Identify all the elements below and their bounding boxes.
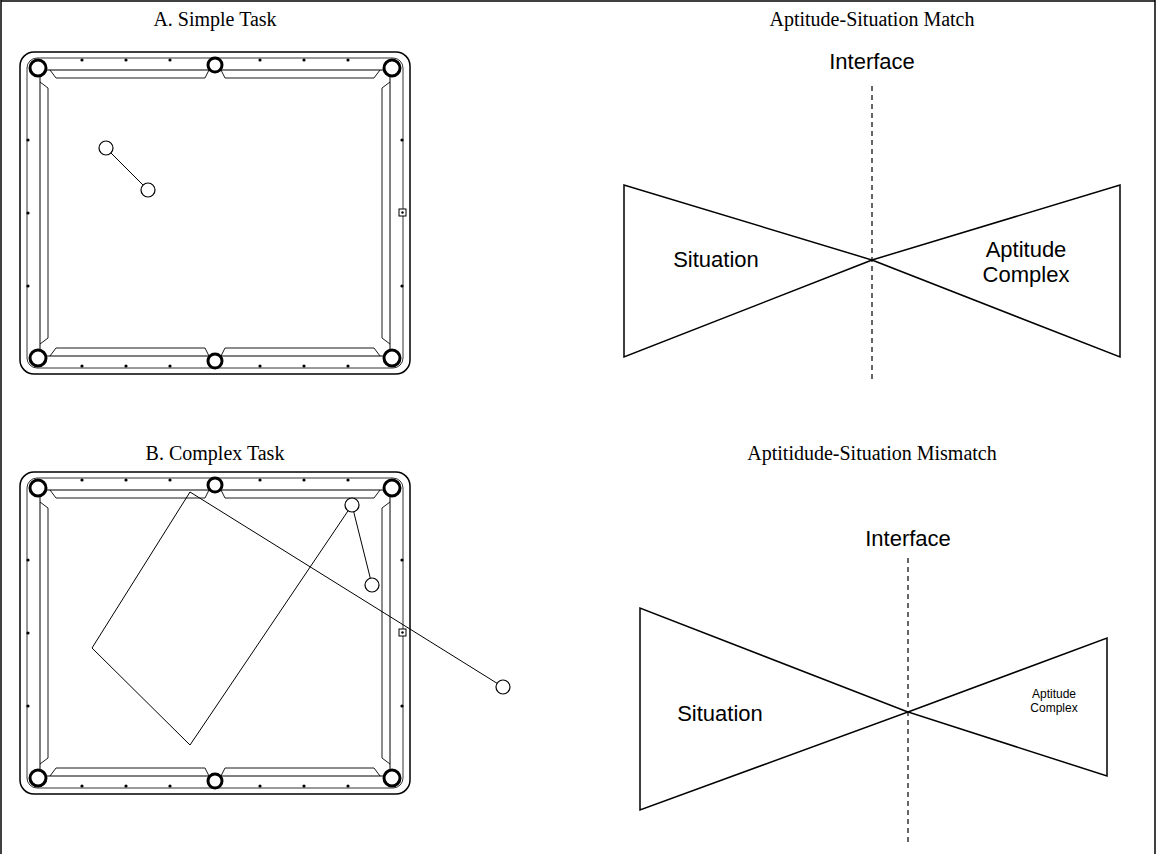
frame-line — [1154, 0, 1156, 854]
interface-line — [871, 86, 872, 380]
pool-table — [20, 52, 410, 374]
frame-line — [0, 0, 2, 854]
panel-heading: B. Complex Task — [146, 441, 285, 465]
interface-line — [907, 558, 908, 846]
triangle-shape: Situation — [624, 185, 872, 357]
triangle-shape: Situation — [640, 608, 908, 810]
shot-path — [92, 148, 503, 745]
pool-table — [20, 472, 410, 794]
shape-label: Situation — [661, 247, 771, 272]
shape-label: Aptitude Complex — [1023, 688, 1085, 716]
panel-heading: Aptitidude-Situation Mismatch — [747, 441, 996, 465]
shape-label: Situation — [665, 701, 775, 726]
shape-label: Aptitude Complex — [976, 237, 1076, 288]
interface-label: Interface — [829, 49, 915, 75]
panel-heading: Aptitude-Situation Match — [770, 7, 975, 31]
triangle-shape: Aptitude Complex — [908, 638, 1107, 776]
interface-label: Interface — [865, 526, 951, 552]
triangle-shape: Aptitude Complex — [872, 185, 1120, 357]
panel-heading: A. Simple Task — [153, 7, 276, 31]
frame-line — [1, 0, 1155, 2]
ball — [99, 141, 510, 694]
